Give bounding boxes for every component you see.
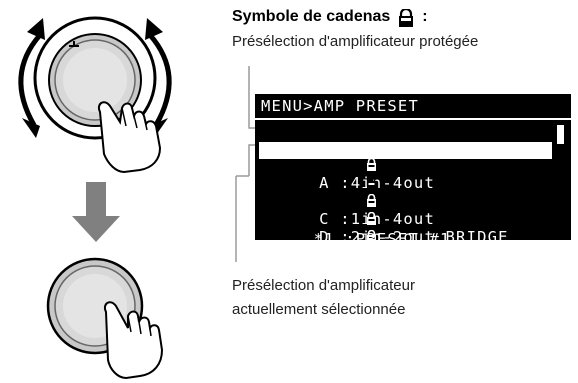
lock-icon xyxy=(398,7,414,27)
lock-legend-title: Symbole de cadenas : xyxy=(232,7,428,27)
preset-row-c[interactable]: C :1in-4out xyxy=(261,160,435,228)
lock-icon xyxy=(303,195,377,246)
lock-icon xyxy=(303,213,377,264)
preset-row-text: B :2in-4out xyxy=(319,192,435,210)
preset-row-text: E :1in-2out BRIDGE xyxy=(319,246,509,264)
press-hand-icon xyxy=(104,301,164,380)
rotate-left-arrow-icon xyxy=(18,18,45,138)
lock-icon xyxy=(303,177,377,228)
down-arrow-icon xyxy=(72,182,120,242)
lcd-divider xyxy=(255,118,571,120)
preset-row-text: A :4in-4out xyxy=(319,174,435,192)
lock-icon xyxy=(303,159,377,210)
preset-row-b-selected[interactable]: B :2in-4out xyxy=(259,142,552,210)
lock-legend-colon: : xyxy=(422,8,428,25)
preset-row-text: D :2in-2out BRIDGE xyxy=(319,228,509,246)
hand-pointer-icon xyxy=(98,101,162,174)
preset-row-text: *1 :PRESET #1 xyxy=(303,230,451,248)
lcd-header: MENU>AMP PRESET xyxy=(261,97,419,115)
lcd-display: MENU>AMP PRESET A :4in-4out B :2in-4out … xyxy=(255,94,571,264)
knob-indicator-icon xyxy=(69,41,79,47)
preset-row-e[interactable]: E :1in-2out BRIDGE xyxy=(261,196,509,264)
lcd-scrollbar-thumb xyxy=(557,125,564,144)
selection-caption-line1: Présélection d'amplificateur xyxy=(232,277,415,294)
preset-row-a[interactable]: A :4in-4out xyxy=(261,124,435,192)
top-knob-icon xyxy=(33,16,157,140)
selection-caption-line2: actuellement sélectionnée xyxy=(232,301,406,318)
lock-legend-description: Présélection d'amplificateur protégée xyxy=(232,33,479,50)
preset-row-user-1[interactable]: *1 :PRESET #1 xyxy=(261,214,451,248)
preset-row-d[interactable]: D :2in-2out BRIDGE xyxy=(261,178,509,246)
preset-row-text: C :1in-4out xyxy=(319,210,435,228)
lock-legend-label: Symbole de cadenas xyxy=(232,8,391,25)
